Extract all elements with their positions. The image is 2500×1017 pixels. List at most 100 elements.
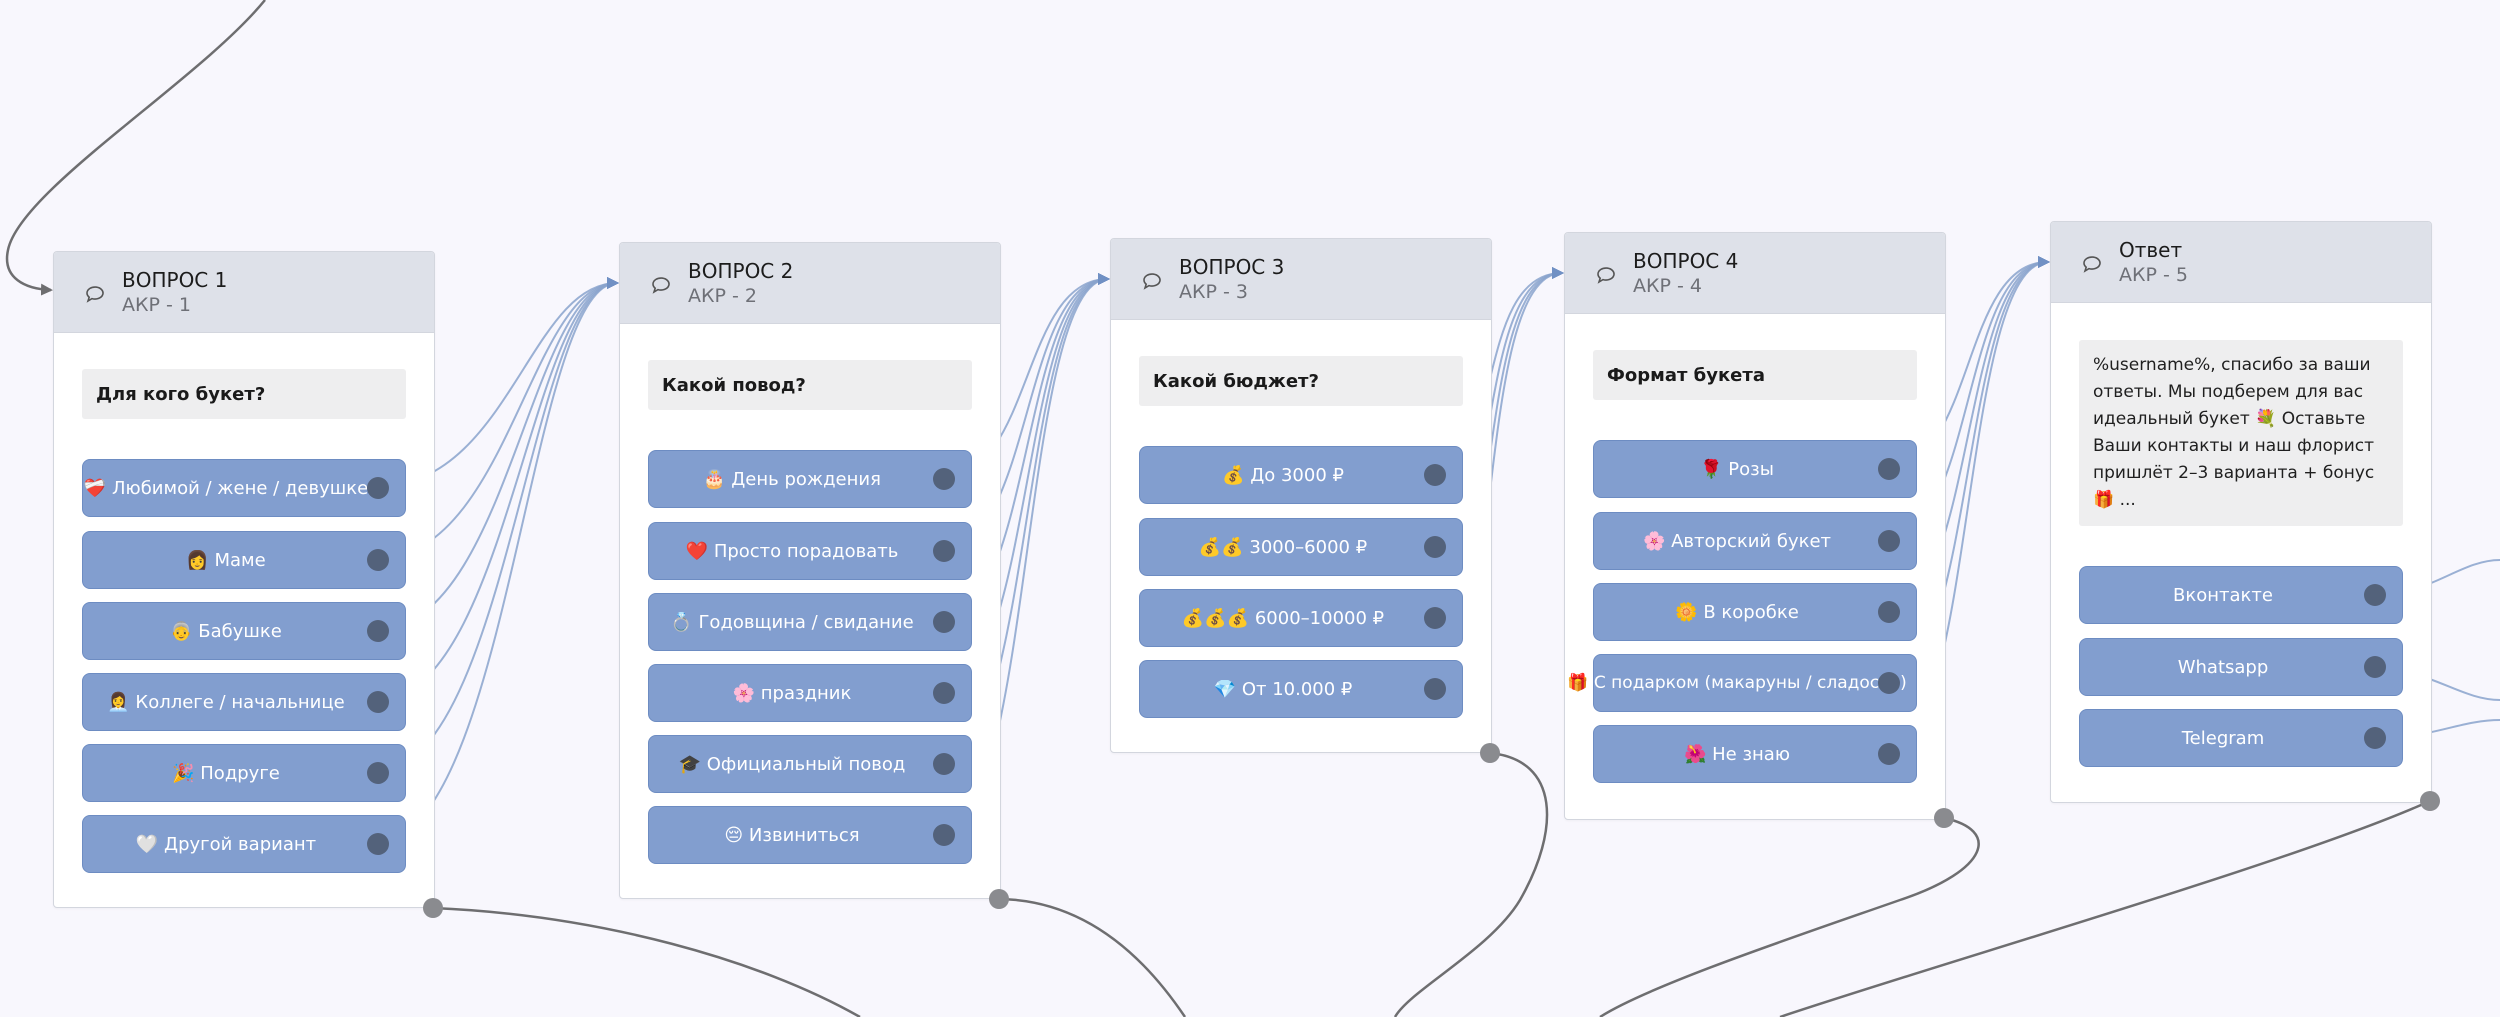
node-header[interactable]: ВОПРОС 1 АКР - 1 — [54, 252, 434, 333]
option-text: Извиниться — [748, 824, 860, 846]
output-port[interactable] — [933, 540, 955, 562]
node-subtitle: АКР - 1 — [122, 294, 191, 316]
node-header[interactable]: ВОПРОС 4 АКР - 4 — [1565, 233, 1945, 314]
option-label: 👩‍💼 Коллеге / начальнице — [107, 692, 344, 713]
option-text: Годовщина / свидание — [698, 611, 914, 633]
flow-connection-wire — [5, 0, 266, 296]
option-button[interactable]: 🎓 Официальный повод — [648, 735, 972, 793]
output-port[interactable] — [367, 833, 389, 855]
output-port[interactable] — [1878, 530, 1900, 552]
output-port[interactable] — [933, 753, 955, 775]
option-label: 🎉 Подруге — [172, 763, 280, 784]
option-emoji: 👵 — [170, 620, 193, 642]
output-port[interactable] — [1424, 678, 1446, 700]
option-label: 💍 Годовщина / свидание — [670, 612, 913, 633]
output-port[interactable] — [933, 611, 955, 633]
node-title: ВОПРОС 2 — [688, 259, 794, 283]
output-port[interactable] — [1878, 672, 1900, 694]
output-port[interactable] — [367, 620, 389, 642]
option-button[interactable]: 🎉 Подруге — [82, 744, 406, 802]
flow-output-port[interactable] — [1480, 743, 1500, 763]
option-button[interactable]: 💰 До 3000 ₽ — [1139, 446, 1463, 504]
option-button[interactable]: 💰💰 3000–6000 ₽ — [1139, 518, 1463, 576]
output-port[interactable] — [933, 682, 955, 704]
option-button[interactable]: 💍 Годовщина / свидание — [648, 593, 972, 651]
option-emoji: 🎂 — [703, 468, 726, 490]
option-text: До 3000 ₽ — [1250, 464, 1344, 486]
option-button[interactable]: ❤️‍🩹 Любимой / жене / девушке — [82, 459, 406, 517]
node-subtitle: АКР - 5 — [2119, 264, 2188, 286]
chat-bubble-icon — [2083, 256, 2101, 273]
node-header[interactable]: ВОПРОС 3 АКР - 3 — [1111, 239, 1491, 320]
flow-output-port[interactable] — [1934, 808, 1954, 828]
option-button[interactable]: Telegram — [2079, 709, 2403, 767]
question-node-1[interactable]: ВОПРОС 1 АКР - 1 Для кого букет? ❤️‍🩹 Лю… — [53, 251, 435, 908]
option-label: 🌺 Не знаю — [1684, 744, 1790, 765]
option-button[interactable]: Whatsapp — [2079, 638, 2403, 696]
option-button[interactable]: 🎁 С подарком (макаруны / сладости) — [1567, 654, 1917, 712]
question-node-3[interactable]: ВОПРОС 3 АКР - 3 Какой бюджет? 💰 До 3000… — [1110, 238, 1492, 753]
flow-output-port[interactable] — [423, 898, 443, 918]
option-button[interactable]: 👩 Маме — [82, 531, 406, 589]
option-emoji: 🎉 — [172, 762, 195, 784]
output-port[interactable] — [1424, 464, 1446, 486]
output-port[interactable] — [2364, 656, 2386, 678]
chat-bubble-icon — [1143, 273, 1161, 290]
option-emoji: ❤️ — [685, 540, 709, 562]
question-text: Для кого букет? — [82, 369, 406, 419]
option-label: 🌼 В коробке — [1675, 602, 1799, 623]
output-port[interactable] — [1878, 601, 1900, 623]
option-button[interactable]: 🌺 Не знаю — [1593, 725, 1917, 783]
output-port[interactable] — [367, 691, 389, 713]
output-port[interactable] — [1424, 536, 1446, 558]
answer-node-5[interactable]: Ответ АКР - 5 %username%, спасибо за ваш… — [2050, 221, 2432, 803]
option-emoji: 🌸 — [732, 682, 756, 704]
option-label: 😔 Извиниться — [724, 825, 859, 846]
question-node-2[interactable]: ВОПРОС 2 АКР - 2 Какой повод? 🎂 День рож… — [619, 242, 1001, 899]
output-port[interactable] — [933, 824, 955, 846]
flow-output-port[interactable] — [989, 889, 1009, 909]
option-button[interactable]: 🤍 Другой вариант — [82, 815, 406, 873]
option-text: Розы — [1728, 458, 1774, 480]
option-label: 💰 До 3000 ₽ — [1222, 465, 1344, 486]
node-header[interactable]: ВОПРОС 2 АКР - 2 — [620, 243, 1000, 324]
option-emoji: 🌼 — [1675, 601, 1698, 623]
option-button[interactable]: 💎 От 10.000 ₽ — [1139, 660, 1463, 718]
output-port[interactable] — [1878, 458, 1900, 480]
output-port[interactable] — [2364, 727, 2386, 749]
output-port[interactable] — [367, 762, 389, 784]
option-button[interactable]: 🌼 В коробке — [1593, 583, 1917, 641]
option-label: 💰💰💰 6000–10000 ₽ — [1182, 608, 1384, 629]
option-label: 🤍 Другой вариант — [136, 834, 316, 855]
option-button[interactable]: 🌸 Авторский букет — [1593, 512, 1917, 570]
option-emoji: 👩‍💼 — [107, 691, 130, 713]
option-button[interactable]: 🌸 праздник — [648, 664, 972, 722]
question-text: Формат букета — [1593, 350, 1917, 400]
option-button[interactable]: 🌹 Розы — [1593, 440, 1917, 498]
option-button[interactable]: 💰💰💰 6000–10000 ₽ — [1139, 589, 1463, 647]
flow-output-port[interactable] — [2420, 791, 2440, 811]
output-port[interactable] — [1424, 607, 1446, 629]
output-port[interactable] — [933, 468, 955, 490]
option-emoji: 💰💰💰 — [1181, 607, 1250, 629]
option-button[interactable]: 👩‍💼 Коллеге / начальнице — [82, 673, 406, 731]
option-text: 3000–6000 ₽ — [1249, 536, 1368, 558]
option-emoji: 🤍 — [135, 833, 159, 855]
option-label: 🎓 Официальный повод — [679, 754, 906, 775]
node-header[interactable]: Ответ АКР - 5 — [2051, 222, 2431, 303]
option-button[interactable]: Вконтакте — [2079, 566, 2403, 624]
output-port[interactable] — [2364, 584, 2386, 606]
option-button[interactable]: 😔 Извиниться — [648, 806, 972, 864]
flow-connection-wire — [1393, 751, 1549, 1017]
option-button[interactable]: ❤️ Просто порадовать — [648, 522, 972, 580]
output-port[interactable] — [367, 549, 389, 571]
option-button[interactable]: 👵 Бабушке — [82, 602, 406, 660]
output-port[interactable] — [367, 477, 389, 499]
option-text: Не знаю — [1712, 743, 1790, 765]
option-text: Авторский букет — [1671, 530, 1832, 552]
output-port[interactable] — [1878, 743, 1900, 765]
option-label: 💎 От 10.000 ₽ — [1214, 679, 1353, 700]
question-node-4[interactable]: ВОПРОС 4 АКР - 4 Формат букета 🌹 Розы 🌸 … — [1564, 232, 1946, 820]
option-button[interactable]: 🎂 День рождения — [648, 450, 972, 508]
